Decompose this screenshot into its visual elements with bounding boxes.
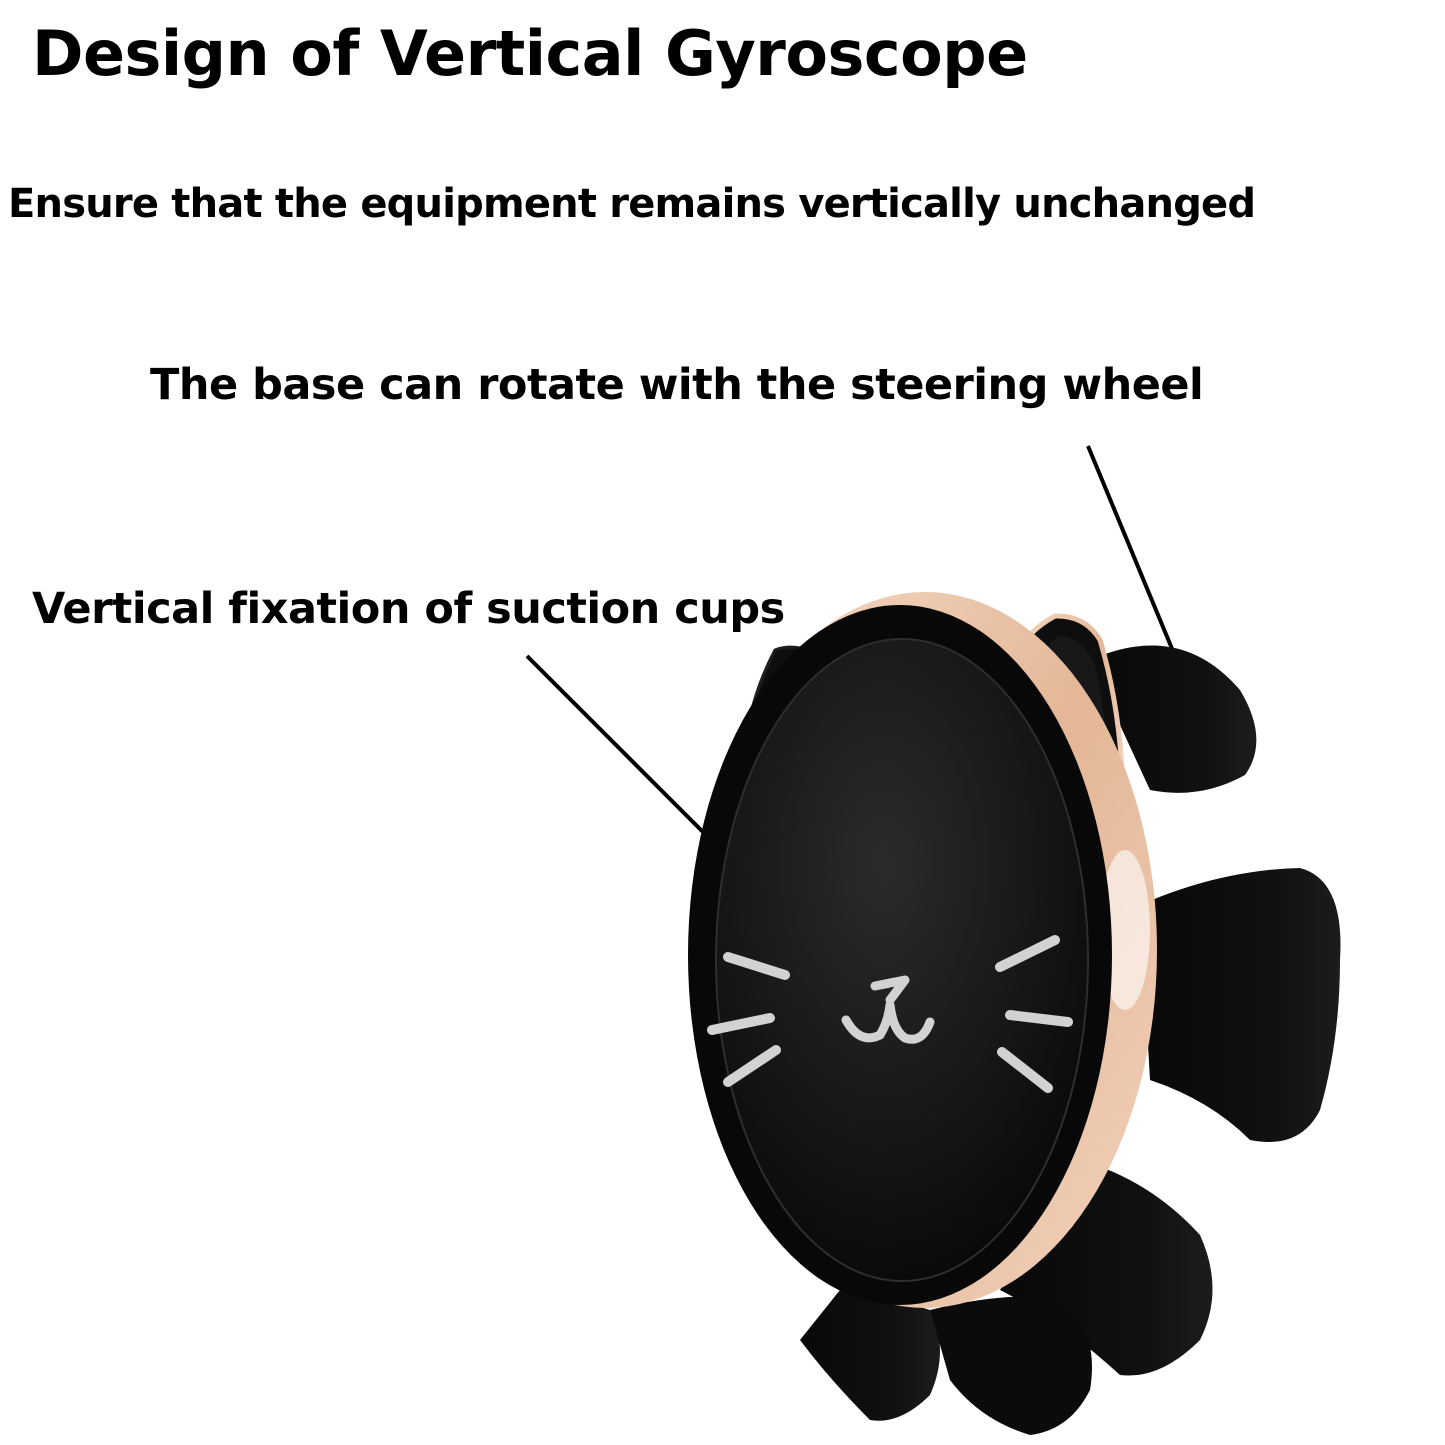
- magnetic-face: [717, 640, 1087, 1280]
- suction-cup-wings: [800, 645, 1341, 1435]
- cat-face-whiskers: [707, 935, 1073, 1093]
- feature-label-vertical: Ensure that the equipment remains vertic…: [8, 181, 1256, 227]
- feature-label-suction-cups: Vertical fixation of suction cups: [32, 584, 785, 634]
- leader-line-suction-cups: [525, 654, 718, 847]
- page-title: Design of Vertical Gyroscope: [32, 17, 1028, 90]
- feature-label-rotating-base: The base can rotate with the steering wh…: [150, 360, 1204, 410]
- leader-line-rotating-base: [1086, 445, 1182, 669]
- cat-nose-mouth: [841, 975, 935, 1044]
